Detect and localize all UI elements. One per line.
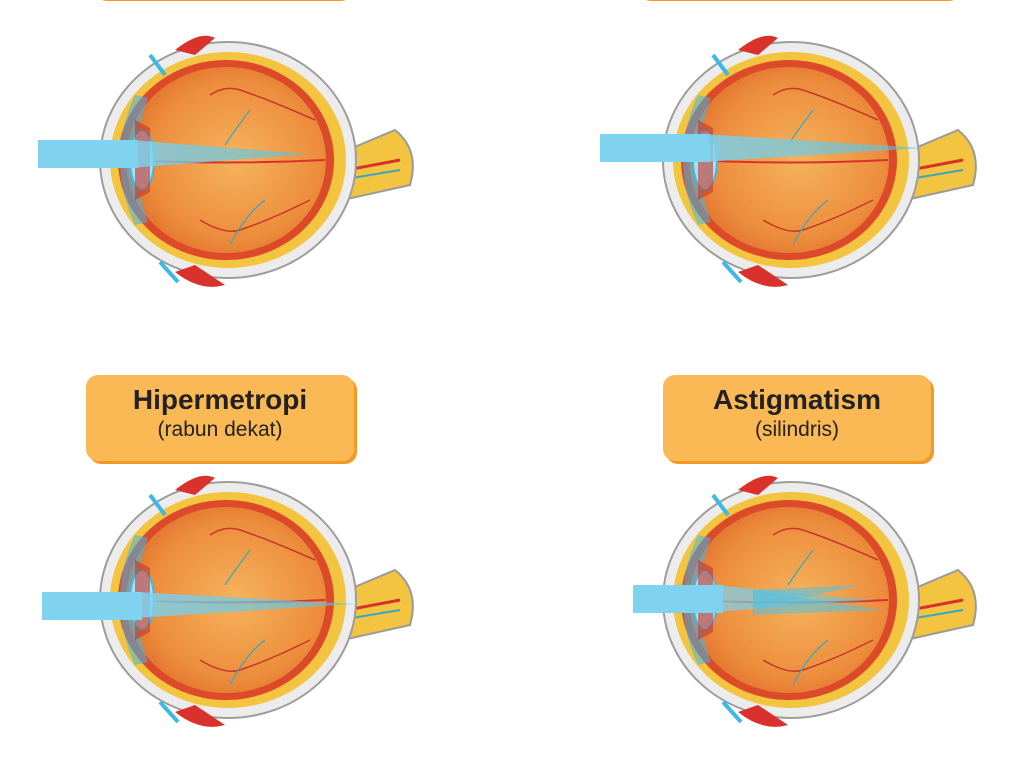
eye-diagram-myopia [600,33,978,289]
label-subtitle: (silindris) [755,418,839,441]
eye-diagram-hipermetropi [42,473,415,729]
label-title: Astigmatism [712,384,882,415]
label-hipermetropi: Hipermetropi (rabun dekat) [86,375,354,461]
eye-diagram-normal [38,33,415,289]
eye-diagram-astigmatism [633,473,978,729]
label-astigmatism: Astigmatism (silindris) [663,375,931,461]
label-title: Hipermetropi [132,384,308,415]
label-subtitle: (rabun dekat) [157,418,283,441]
